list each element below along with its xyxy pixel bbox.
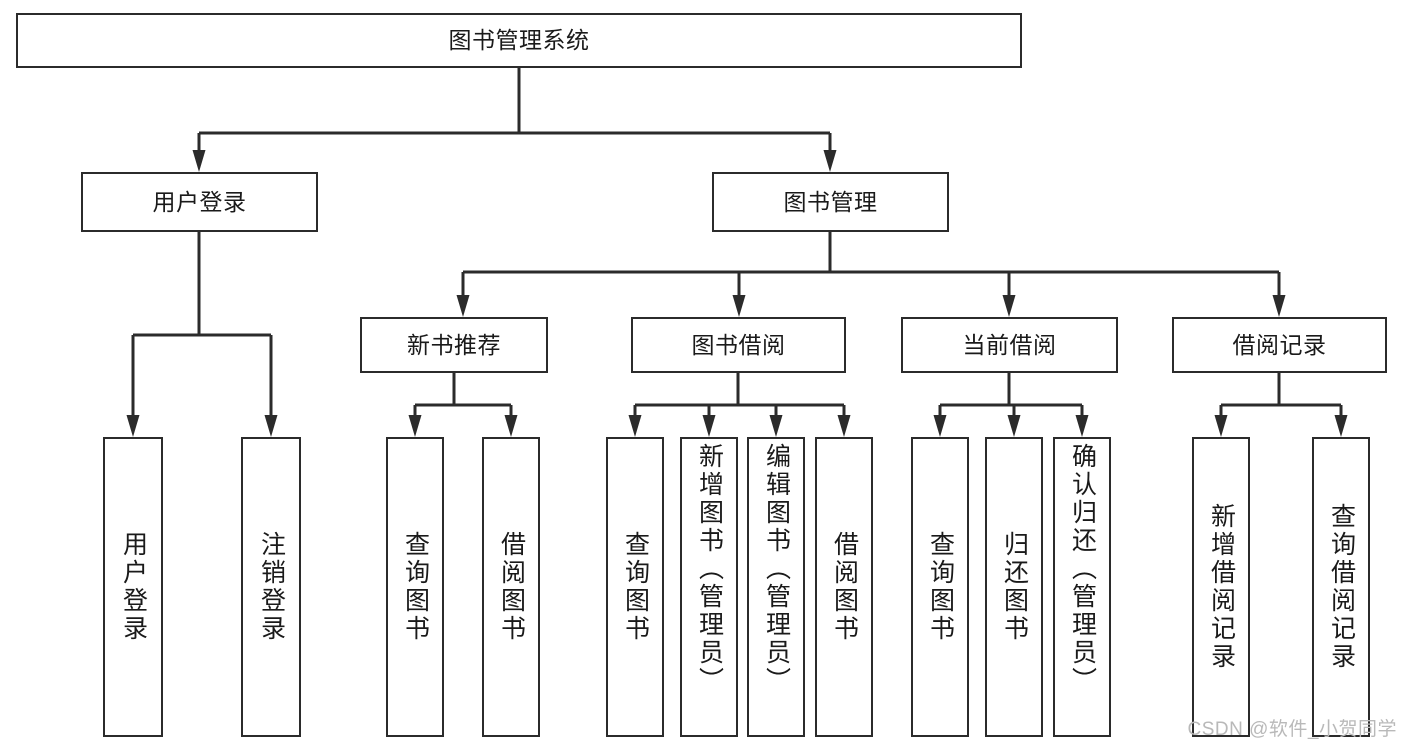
node-root[interactable]: 图书管理系统 <box>16 13 1022 68</box>
book-manage-to-level3-arrowhead-2 <box>1002 295 1016 317</box>
node-label-current-borrow: 当前借阅 <box>962 331 1057 358</box>
book-manage-to-level3-arrowhead-1 <box>732 295 746 317</box>
book-manage-to-level3-arrowhead-3 <box>1272 295 1286 317</box>
node-leaf-borrow-book-2[interactable]: 借阅图书 <box>815 437 873 737</box>
node-label-new-book-rec: 新书推荐 <box>407 331 501 358</box>
node-label-borrow-record: 借阅记录 <box>1232 331 1327 358</box>
node-current-borrow[interactable]: 当前借阅 <box>901 317 1118 373</box>
node-label-leaf-add-book: 新增图书（管理员） <box>695 443 724 695</box>
borrow-record-to-leaves-arrowhead-1 <box>1334 415 1348 437</box>
node-leaf-user-login[interactable]: 用户登录 <box>103 437 163 737</box>
node-label-book-manage: 图书管理 <box>783 188 878 215</box>
user-login-to-leaves-arrowhead-0 <box>126 415 140 437</box>
node-label-leaf-add-record: 新增借阅记录 <box>1207 503 1236 671</box>
book-borrow-to-leaves-arrowhead-3 <box>837 415 851 437</box>
watermark: CSDN @软件_小贺同学 <box>1187 719 1397 740</box>
node-book-borrow[interactable]: 图书借阅 <box>631 317 846 373</box>
node-leaf-add-book[interactable]: 新增图书（管理员） <box>680 437 738 737</box>
root-to-level2-arrowhead-1 <box>823 150 837 172</box>
node-leaf-confirm-return[interactable]: 确认归还（管理员） <box>1053 437 1111 737</box>
node-label-leaf-query-book-3: 查询图书 <box>926 531 955 643</box>
current-borrow-to-leaves-arrowhead-1 <box>1007 415 1021 437</box>
node-label-leaf-borrow-book-2: 借阅图书 <box>830 531 859 643</box>
node-label-root: 图书管理系统 <box>448 27 590 53</box>
new-book-rec-to-leaves-arrowhead-1 <box>504 415 518 437</box>
user-login-to-leaves-arrowhead-1 <box>264 415 278 437</box>
node-book-manage[interactable]: 图书管理 <box>712 172 949 232</box>
book-borrow-to-leaves-arrowhead-1 <box>702 415 716 437</box>
current-borrow-to-leaves-arrowhead-0 <box>933 415 947 437</box>
node-label-leaf-borrow-book-1: 借阅图书 <box>497 531 526 643</box>
root-to-level2-arrowhead-0 <box>192 150 206 172</box>
new-book-rec-to-leaves-arrowhead-0 <box>408 415 422 437</box>
node-new-book-rec[interactable]: 新书推荐 <box>360 317 548 373</box>
node-borrow-record[interactable]: 借阅记录 <box>1172 317 1387 373</box>
node-user-login[interactable]: 用户登录 <box>81 172 318 232</box>
node-label-leaf-query-book-2: 查询图书 <box>621 531 650 643</box>
node-label-book-borrow: 图书借阅 <box>691 331 786 358</box>
book-borrow-to-leaves-arrowhead-0 <box>628 415 642 437</box>
node-label-leaf-logout: 注销登录 <box>257 531 286 643</box>
node-label-leaf-query-book-1: 查询图书 <box>401 531 430 643</box>
node-leaf-add-record[interactable]: 新增借阅记录 <box>1192 437 1250 737</box>
node-leaf-query-book-3[interactable]: 查询图书 <box>911 437 969 737</box>
node-leaf-return-book[interactable]: 归还图书 <box>985 437 1043 737</box>
borrow-record-to-leaves-arrowhead-0 <box>1214 415 1228 437</box>
node-leaf-edit-book[interactable]: 编辑图书（管理员） <box>747 437 805 737</box>
current-borrow-to-leaves-arrowhead-2 <box>1075 415 1089 437</box>
node-leaf-query-book-2[interactable]: 查询图书 <box>606 437 664 737</box>
node-label-leaf-return-book: 归还图书 <box>1000 531 1029 643</box>
node-leaf-borrow-book-1[interactable]: 借阅图书 <box>482 437 540 737</box>
book-borrow-to-leaves-arrowhead-2 <box>769 415 783 437</box>
node-label-leaf-query-record: 查询借阅记录 <box>1327 503 1356 671</box>
node-leaf-logout[interactable]: 注销登录 <box>241 437 301 737</box>
node-leaf-query-book-1[interactable]: 查询图书 <box>386 437 444 737</box>
node-label-leaf-confirm-return: 确认归还（管理员） <box>1068 443 1097 695</box>
node-label-leaf-user-login: 用户登录 <box>119 531 148 643</box>
node-label-user-login: 用户登录 <box>152 188 247 215</box>
node-label-leaf-edit-book: 编辑图书（管理员） <box>762 443 791 695</box>
book-manage-to-level3-arrowhead-0 <box>456 295 470 317</box>
node-leaf-query-record[interactable]: 查询借阅记录 <box>1312 437 1370 737</box>
